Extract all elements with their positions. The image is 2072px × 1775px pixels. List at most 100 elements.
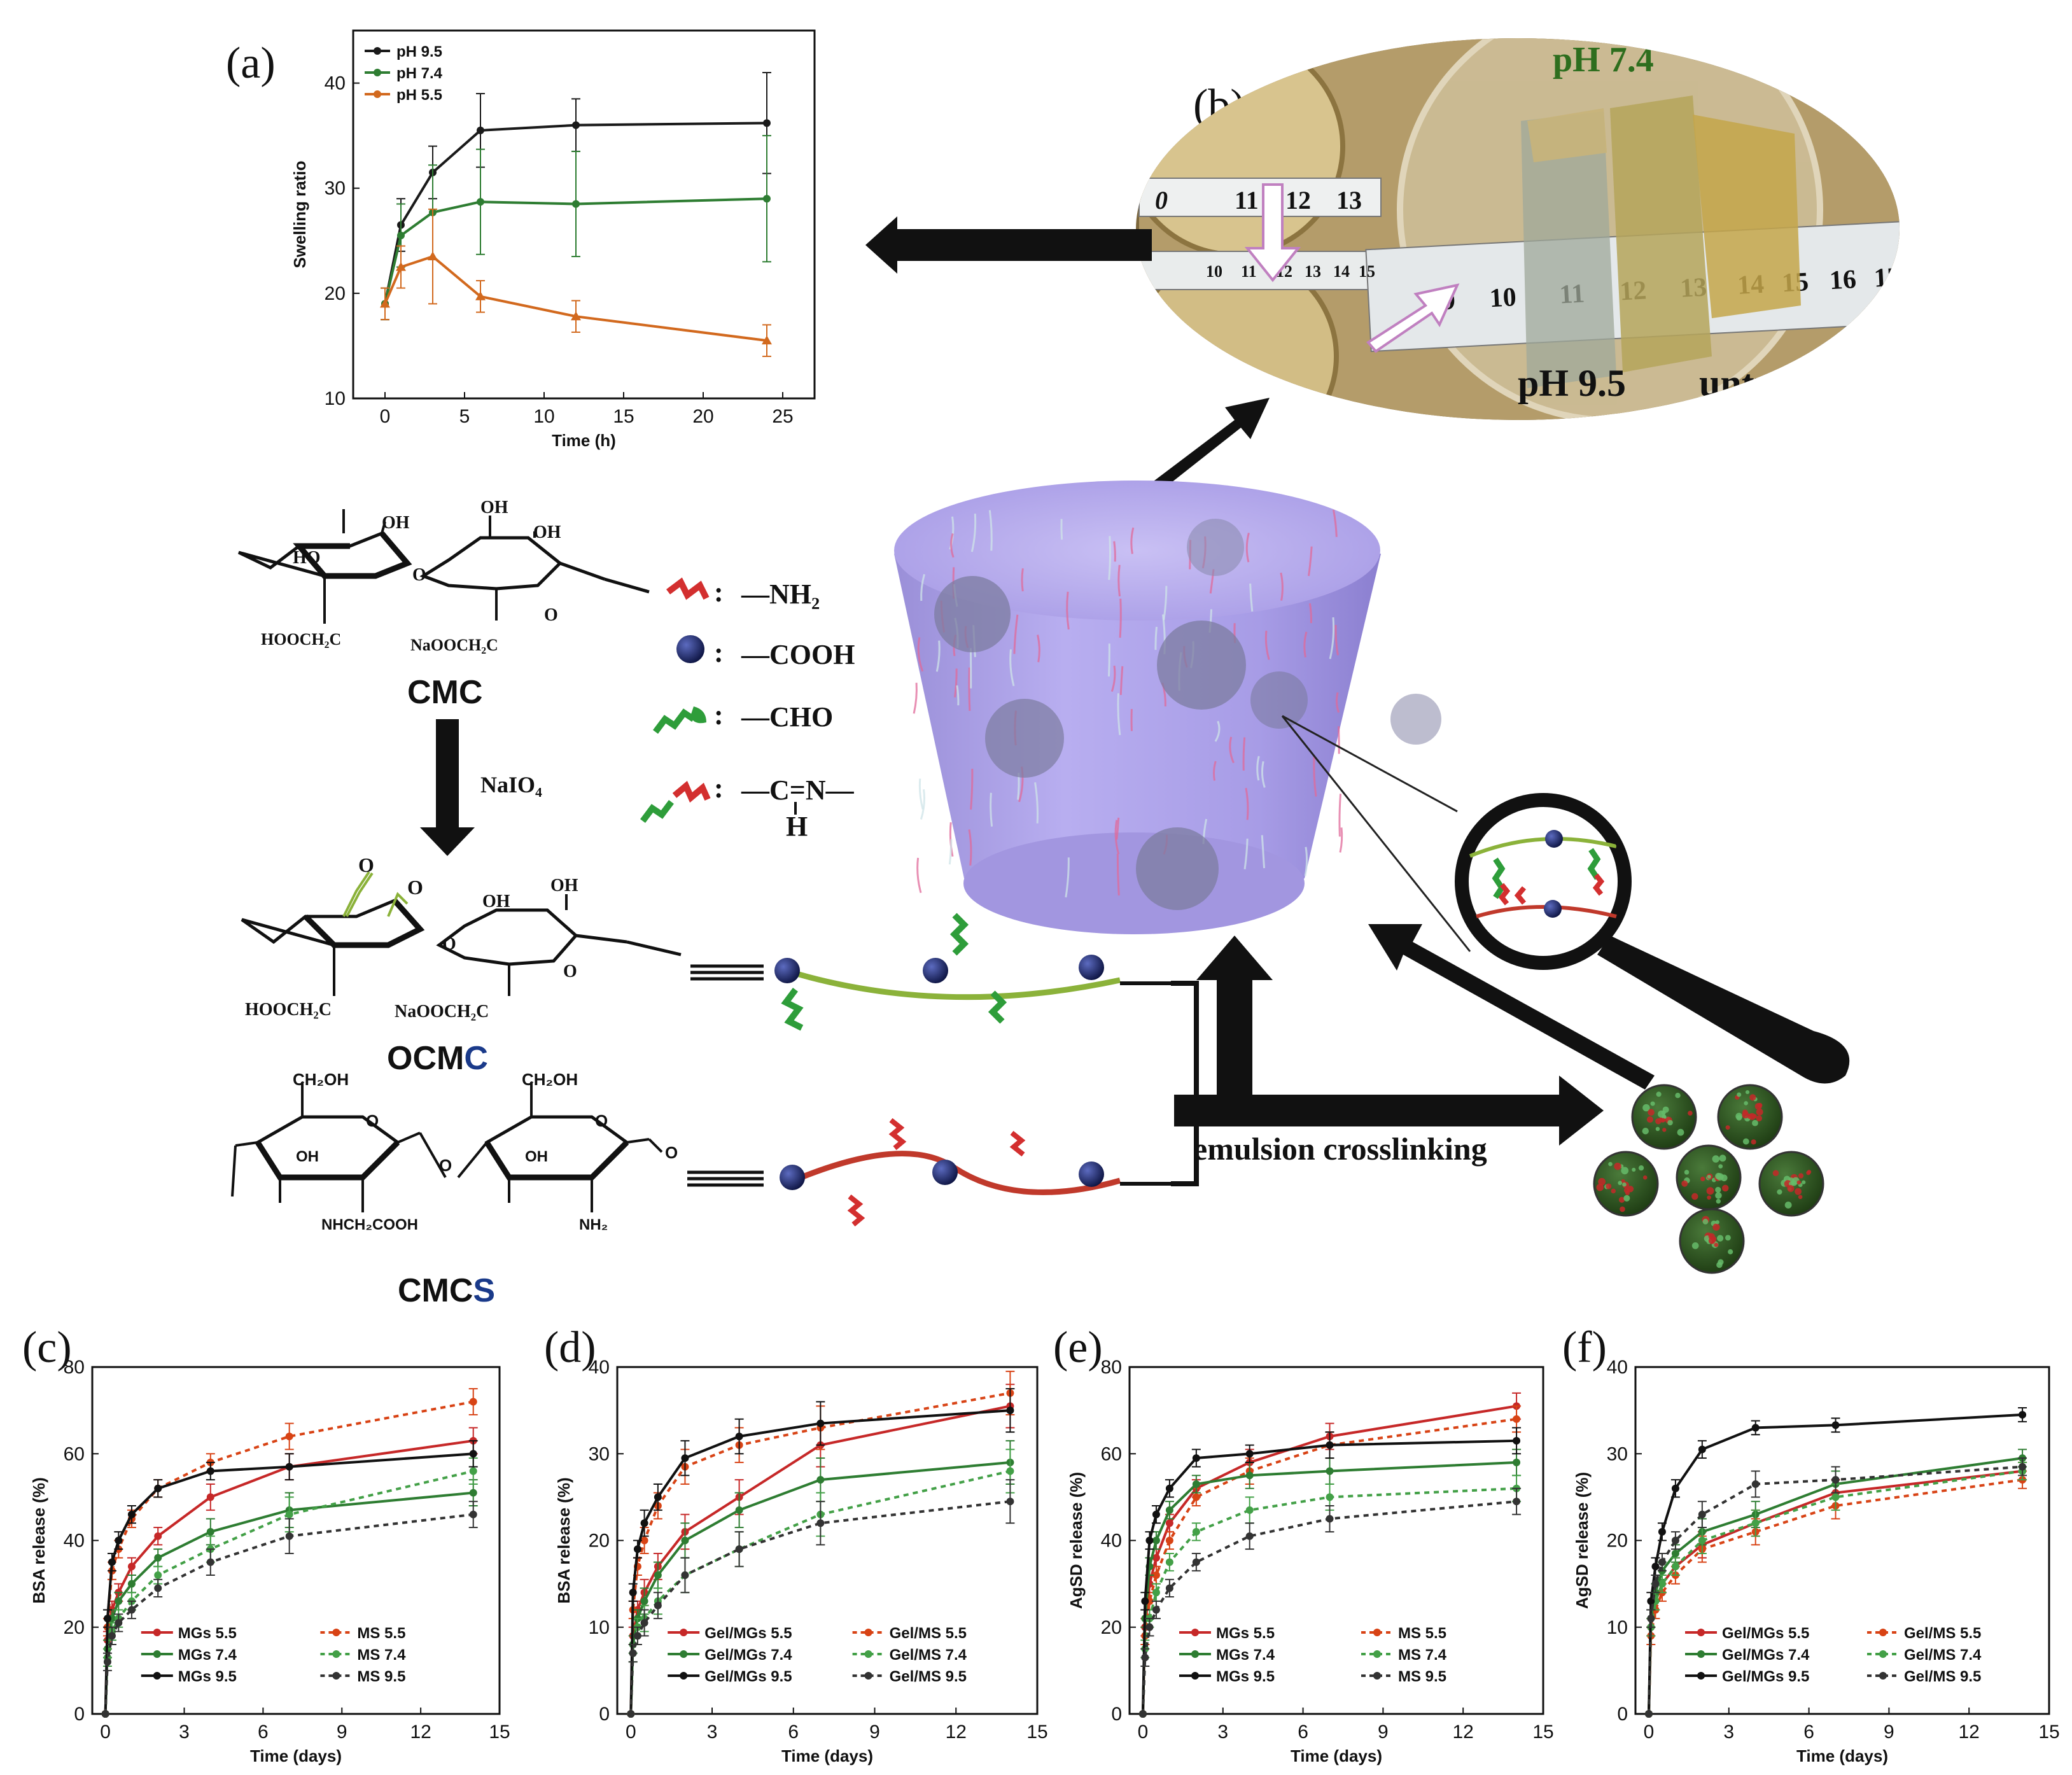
bead-speckle [1667,1119,1673,1126]
y-axis-title: BSA release (%) [554,1477,573,1603]
polymer-fiber [1119,598,1122,638]
svg-text:CH₂OH: CH₂OH [522,1070,578,1089]
amine-icon [666,577,710,600]
panel-d-letter: (d) [544,1323,596,1372]
polymer-fiber [1117,565,1121,597]
svg-text:O: O [358,853,374,876]
svg-text:O: O [412,565,426,585]
bead-speckle [1744,1101,1748,1105]
svg-text:O: O [665,1143,678,1162]
arrow-beads-to-gel [1368,924,1655,1090]
legend-amine: : —NH₂ [666,577,820,610]
polymer-fiber [1280,572,1284,601]
data-point [206,1467,214,1475]
polymer-fiber [968,667,971,712]
bead-speckle [1706,1187,1714,1195]
data-point [103,1615,111,1623]
legend-label: MS 7.4 [1398,1646,1447,1664]
data-point [640,1536,648,1545]
svg-text:H: H [786,811,808,842]
imine-icon [672,780,711,803]
legend-label: MGs 9.5 [1216,1668,1275,1685]
svg-text:OH: OH [525,1148,548,1165]
polymer-fiber [1060,519,1063,540]
x-tick-label: 20 [692,406,713,427]
legend-marker [1697,1629,1705,1636]
data-point [1165,1506,1173,1514]
polymer-fiber [1329,617,1335,659]
y-tick-label: 30 [589,1443,610,1464]
polymer-fiber [948,839,953,865]
data-point [103,1658,111,1666]
legend-label: Gel/MGs 9.5 [704,1668,792,1685]
x-tick-label: 0 [1138,1722,1149,1743]
bead-speckle [1728,1249,1733,1254]
legend-label: pH 7.4 [396,65,443,82]
data-point [1658,1580,1666,1588]
polymer-fiber [988,510,993,551]
bead-speckle [1787,1184,1795,1193]
bead-speckle [1650,1101,1655,1106]
legend-marker [864,1650,872,1658]
polymer-fiber [1113,541,1116,562]
microgel-beads [1593,1084,1824,1274]
svg-text:10: 10 [1488,283,1516,313]
cmc-name: CMC [407,674,482,711]
legend-marker [374,47,381,55]
data-point [127,1510,136,1519]
data-point [101,1710,109,1718]
polymer-fiber [1066,591,1070,630]
ruler-top-numbers: 0 11 12 13 [1155,186,1362,214]
emulsion-crosslinking-label: emulsion crosslinking [1193,1131,1487,1167]
data-point [1192,1527,1200,1536]
panel-f-letter: (f) [1562,1323,1607,1372]
x-tick-label: 12 [1453,1722,1474,1743]
svg-text:OH: OH [382,513,410,533]
cylinder-side [894,554,1381,916]
x-axis-title: Time (h) [552,431,616,450]
data-point [654,1493,662,1501]
legend-imine: : —C=N— H [640,773,855,842]
x-tick-label: 5 [459,406,470,427]
data-point [627,1710,635,1718]
aldehyde-icon [988,990,1007,1024]
polymer-fiber [970,768,974,810]
svg-text:15: 15 [1359,262,1375,281]
data-point [1326,1441,1334,1449]
ruler-top [1138,178,1382,217]
polymer-fiber [1009,649,1015,687]
bead-speckle [1784,1202,1792,1209]
y-tick-label: 20 [589,1531,610,1552]
bead-speckle [1620,1206,1625,1212]
hydrogel-photo: 0 11 12 13 10 11 12 13 14 15 9 10 11 12 … [1136,38,1900,420]
data-point [629,1589,637,1597]
data-point [572,121,580,129]
svg-text:—NH₂: —NH₂ [741,579,820,610]
data-point [1165,1484,1173,1492]
arrow-to-beads [1174,1076,1604,1146]
x-tick-label: 6 [1298,1722,1308,1743]
data-point [1651,1562,1660,1571]
legend-label: Gel/MGs 5.5 [1722,1625,1809,1642]
data-point [1831,1493,1840,1501]
legend-marker [1879,1672,1887,1680]
polymer-fiber [1163,586,1168,621]
data-point [1145,1623,1154,1631]
data-point [127,1562,136,1571]
data-point [1192,1480,1200,1488]
bead-speckle [1642,1104,1650,1112]
bead-speckle [1742,1138,1749,1145]
polymer-fiber [1065,857,1070,898]
bead-speckle [1754,1102,1762,1110]
data-point [681,1454,689,1463]
polymer-fiber [1307,546,1313,577]
data-point [469,1510,477,1519]
swollen-gel-pieces [1521,95,1801,388]
bead-speckle [1688,1111,1693,1116]
bead-speckle [1737,1092,1742,1097]
legend-marker [864,1672,872,1680]
data-point [396,262,406,271]
data-point [640,1618,648,1627]
